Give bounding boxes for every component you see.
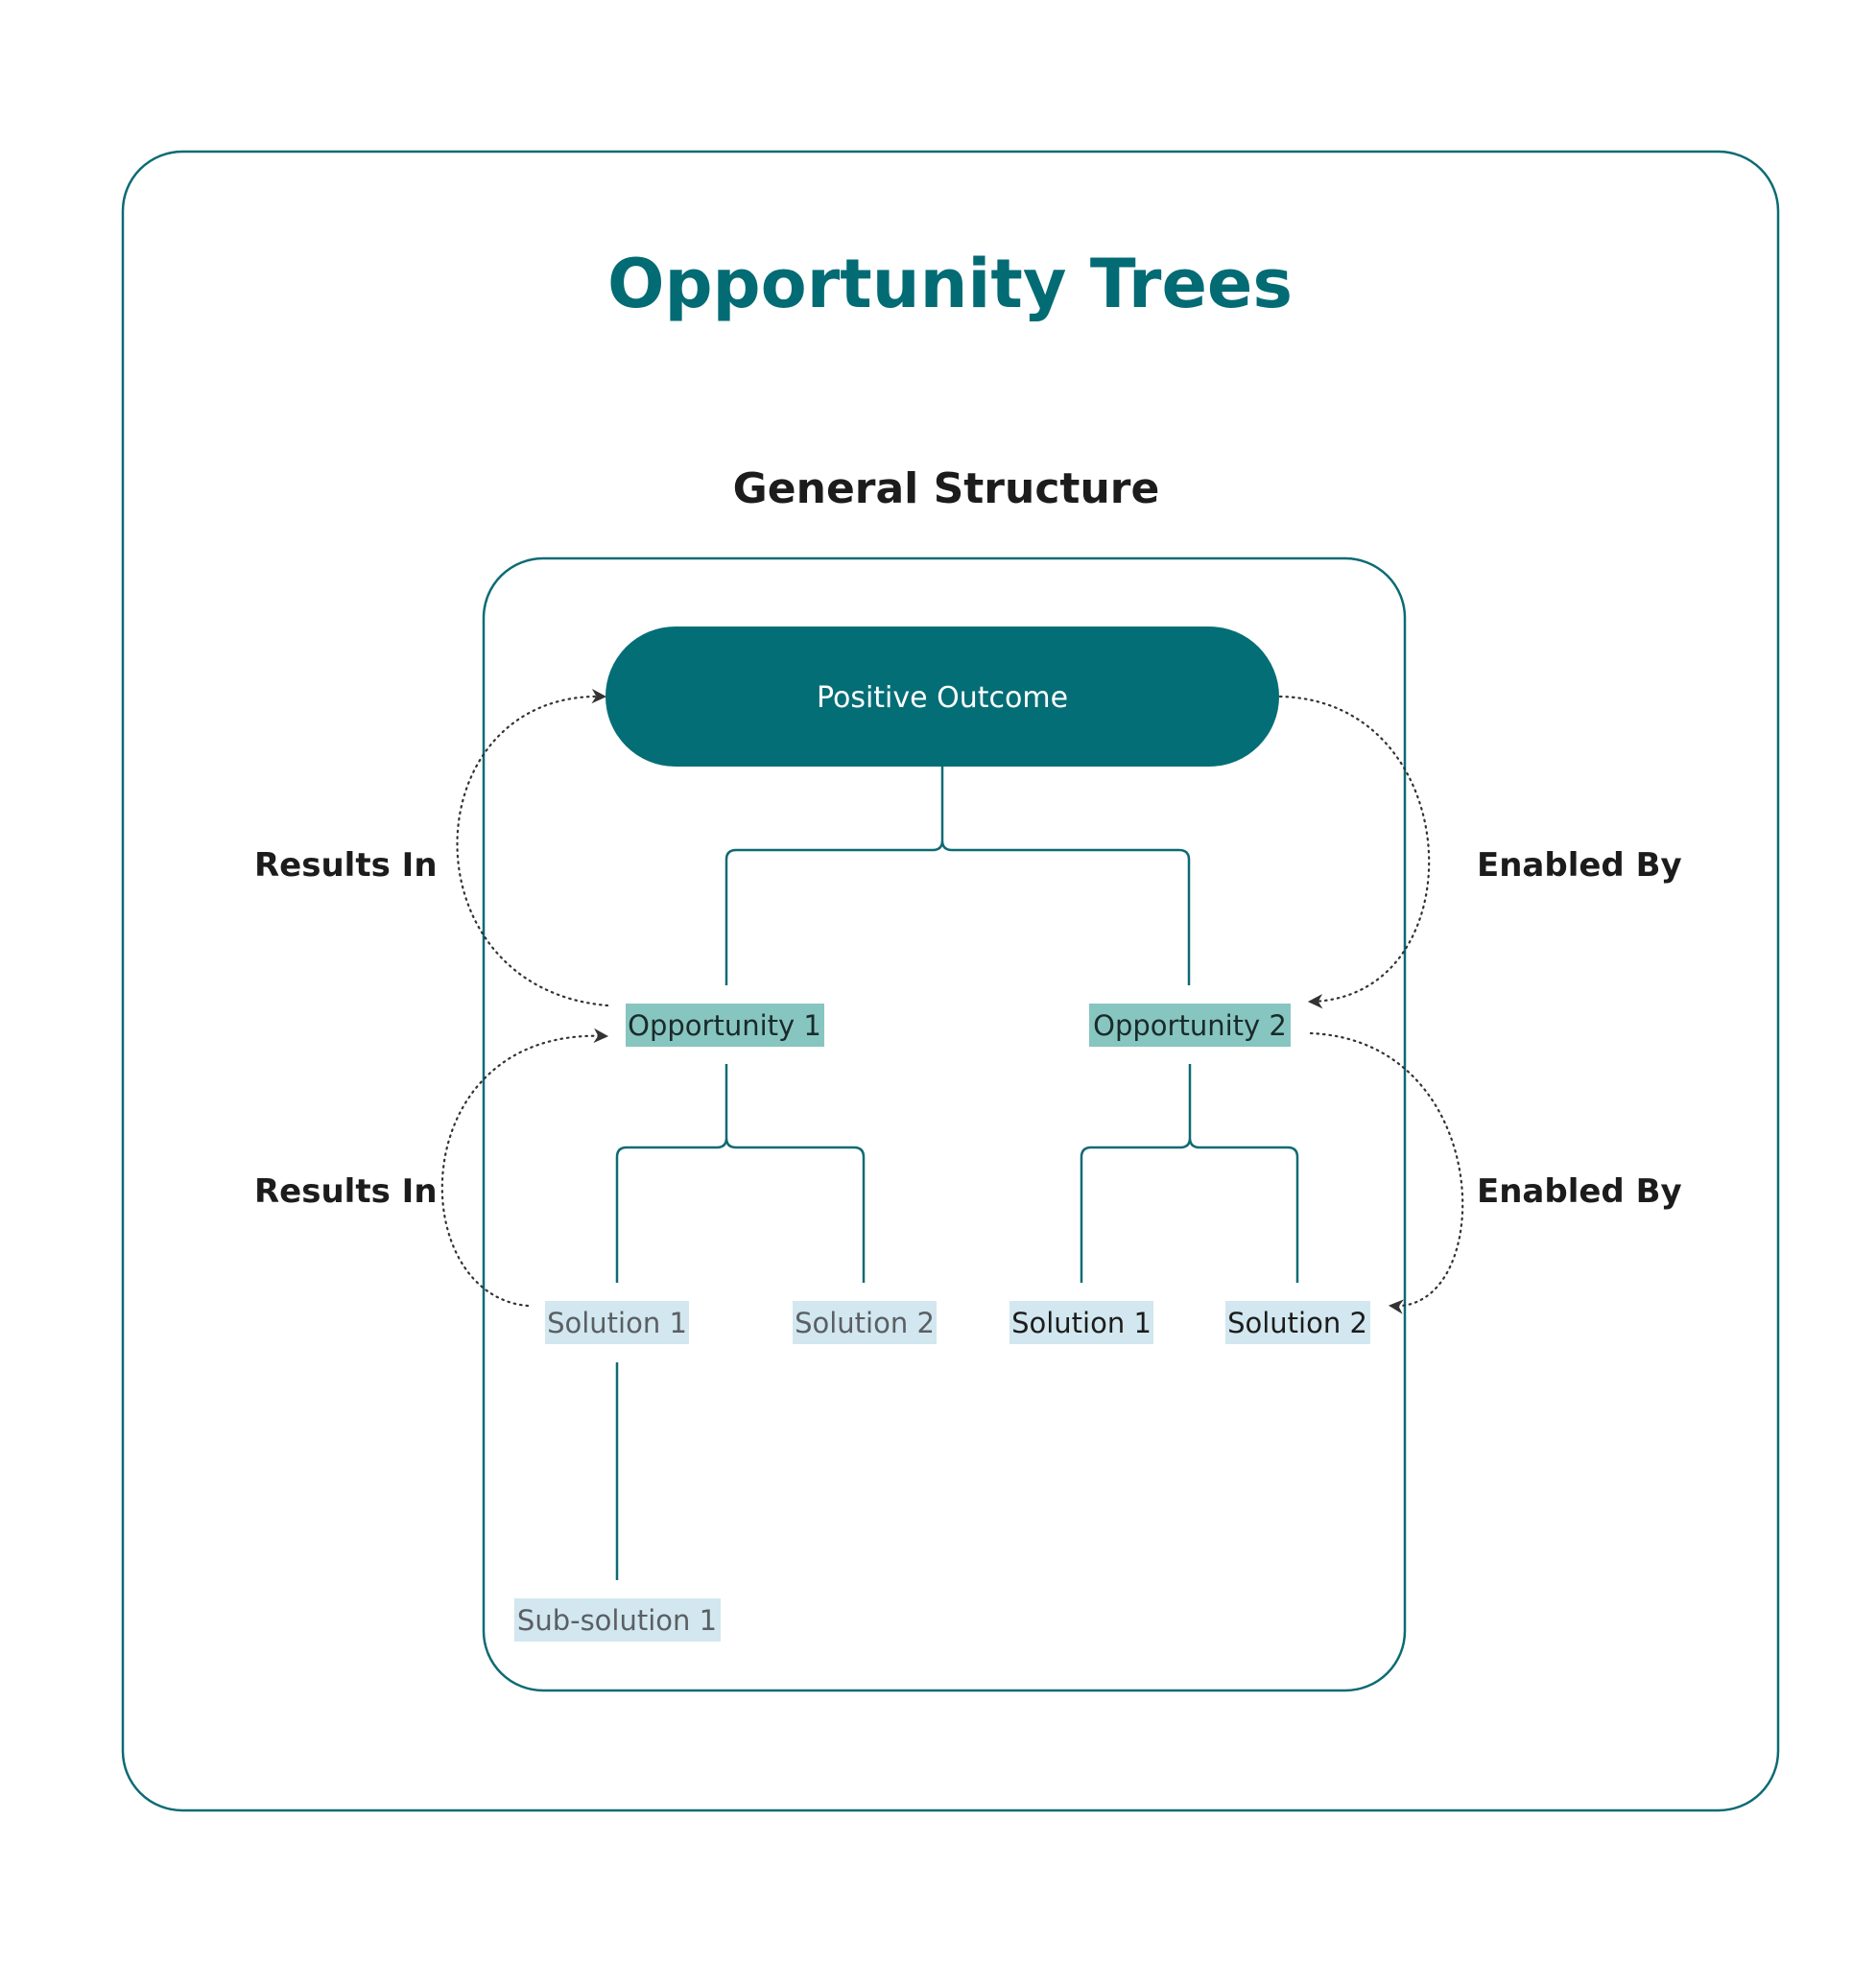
outcome-label: Positive Outcome xyxy=(817,681,1068,715)
opportunity-box xyxy=(1089,1004,1291,1047)
enabled-by-arrow-bottom xyxy=(1309,1031,1464,1314)
results-in-arrow-top xyxy=(456,688,609,1007)
sub-solution-label: Sub-solution 1 xyxy=(517,1604,717,1637)
enabled-by-arrow-top xyxy=(1278,695,1431,1009)
opportunity-node[interactable]: Opportunity 1 xyxy=(626,1004,824,1047)
solution-node[interactable]: Solution 2 xyxy=(1225,1301,1370,1344)
solution-node[interactable]: Solution 1 xyxy=(545,1301,689,1344)
results-in-arrow-bottom xyxy=(440,1028,609,1308)
outcome-pill xyxy=(606,626,1279,767)
opportunity-label: Opportunity 2 xyxy=(1093,1009,1287,1042)
positive-outcome-node[interactable]: Positive Outcome xyxy=(606,626,1279,767)
results-in-label: Results In xyxy=(254,1172,438,1211)
tree-connectors xyxy=(615,767,1299,1580)
solution-box xyxy=(545,1301,689,1344)
solution-label: Solution 1 xyxy=(1011,1307,1152,1339)
sub-solution-node[interactable]: Sub-solution 1 xyxy=(514,1598,721,1642)
opportunity-node[interactable]: Opportunity 2 xyxy=(1089,1004,1291,1047)
solution-label: Solution 2 xyxy=(1227,1307,1367,1339)
results-in-label: Results In xyxy=(254,846,438,885)
connector-opportunity2-to-solutions xyxy=(1080,1064,1299,1283)
relation-curves xyxy=(440,688,1464,1314)
enabled-by-label: Enabled By xyxy=(1477,846,1682,885)
solution-label: Solution 2 xyxy=(795,1307,935,1339)
section-subtitle: General Structure xyxy=(733,464,1160,513)
structure-frame xyxy=(482,556,1407,1692)
solution-box xyxy=(793,1301,937,1344)
opportunity-label: Opportunity 1 xyxy=(628,1009,821,1042)
solution-box xyxy=(1225,1301,1370,1344)
opportunity-box xyxy=(626,1004,824,1047)
solution-box xyxy=(1009,1301,1153,1344)
connector-outcome-to-opportunities xyxy=(724,767,1191,985)
solution-label: Solution 1 xyxy=(547,1307,687,1339)
solution-node[interactable]: Solution 2 xyxy=(793,1301,937,1344)
page-title: Opportunity Trees xyxy=(607,245,1293,323)
outer-frame xyxy=(121,150,1780,1812)
enabled-by-label: Enabled By xyxy=(1477,1172,1682,1211)
solution-node[interactable]: Solution 1 xyxy=(1009,1301,1153,1344)
sub-solution-box xyxy=(514,1598,721,1642)
connector-opportunity1-to-solutions xyxy=(615,1064,866,1283)
